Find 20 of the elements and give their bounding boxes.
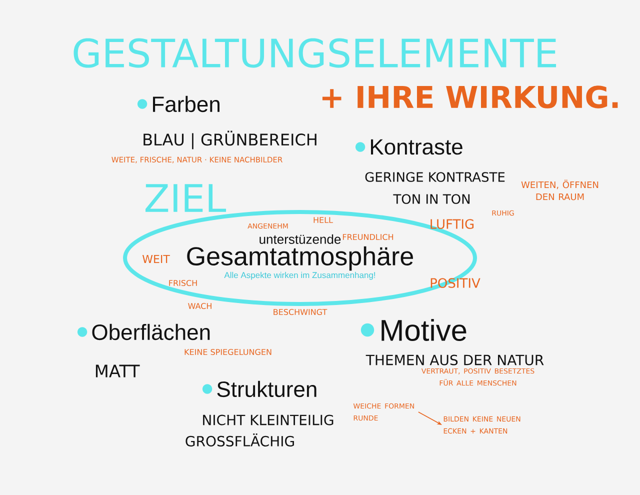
handwritten-word: FREUNDLICH — [342, 234, 394, 240]
handwritten-note: NICHT KLEINTEILIG — [203, 414, 334, 426]
subtitle-text: + IHRE WIRKUNG. — [322, 86, 618, 108]
handwritten-word: FRISCH — [169, 280, 197, 286]
handwritten-note: THEMEN AUS DER NATUR — [366, 354, 544, 366]
handwritten-note: BLAU | GRÜNBEREICH — [144, 130, 316, 150]
handwritten-note: GERINGE KONTRASTE — [365, 172, 505, 182]
heading-text: Farben — [153, 96, 220, 112]
handwritten-word: MATT — [96, 364, 140, 378]
handwritten-note: GROSSFLÄCHIG — [186, 433, 294, 446]
heading-text: Oberflächen — [92, 324, 210, 340]
heading-text: Kontraste — [371, 139, 462, 155]
handwritten-note: WEITEN, ÖFFNEN DEN RAUM — [521, 180, 598, 200]
handwritten-note: KEINE SPIEGELUNGEN — [184, 348, 272, 356]
handwritten-word: LUFTIG — [430, 219, 474, 229]
title-text: GESTALTUNGSELEMENTE — [74, 38, 556, 68]
handwritten-word: ZIEL — [146, 184, 226, 212]
handwritten-word: WEIT — [142, 255, 170, 263]
heading-text: Strukturen — [217, 380, 316, 398]
handwritten-word: HELL — [314, 217, 333, 223]
